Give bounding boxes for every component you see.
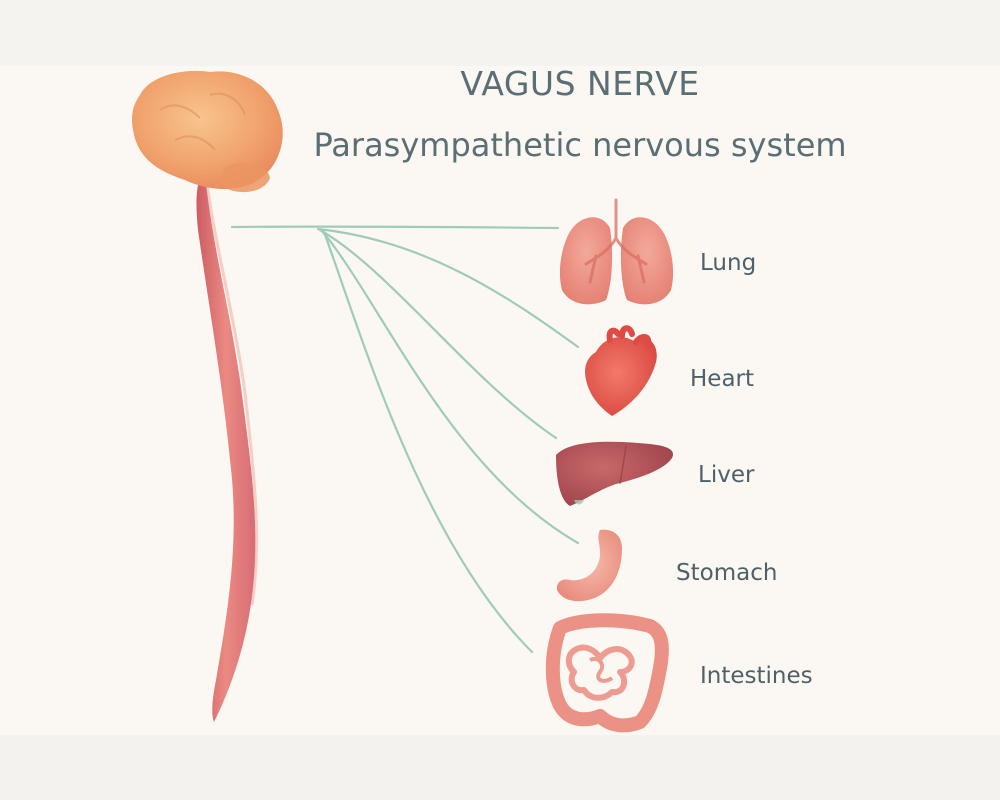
intestines-label: Intestines [700,663,813,689]
diagram-subtitle: Parasympathetic nervous system [313,126,847,164]
stomach-label: Stomach [676,560,778,586]
spinal-cord [196,170,256,722]
brain-icon [132,70,283,193]
nerve-branches [230,225,580,654]
bottom-border-band [0,735,1000,800]
liver-icon [556,441,674,506]
liver-label: Liver [698,462,755,488]
lung-label: Lung [700,250,757,276]
lung-icon [559,198,674,305]
stomach-icon [556,529,622,602]
diagram-title: VAGUS NERVE [460,64,700,103]
heart-icon [585,325,657,416]
heart-label: Heart [690,366,755,392]
top-border-band [0,0,1000,66]
intestines-icon [545,613,669,733]
diagram-canvas [0,66,1000,735]
